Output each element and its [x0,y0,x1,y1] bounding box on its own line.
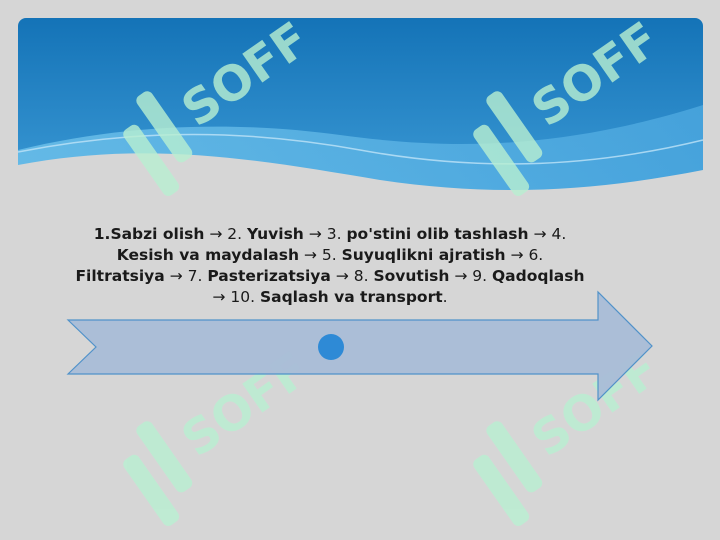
step-4-num: 4. [551,225,567,243]
arrow-icon: → [303,246,317,264]
step-5-num: 5. [321,246,337,264]
arrow-icon: → [169,267,183,285]
step-10-label: Saqlash va transport [259,288,443,306]
arrow-icon: → [335,267,349,285]
step-8-label: Sovutish [373,267,450,285]
step-5-label: Suyuqlikni ajratish [341,246,506,264]
process-steps-text: 1.Sabzi olish → 2. Yuvish → 3. po'stini … [70,224,590,308]
arrow-icon: → [308,225,322,243]
step-6-num: 6. [528,246,544,264]
step-3-label: po'stini olib tashlash [346,225,529,243]
step-7-label: Pasterizatsiya [207,267,331,285]
step-8-num: 8. [353,267,369,285]
arrow-icon: → [533,225,547,243]
step-10-num: 10. [230,288,256,306]
soff-watermark-logo: SOFF [123,11,319,196]
end-period: . [442,288,448,306]
step-9-num: 9. [472,267,488,285]
step-2-num: 2. [227,225,243,243]
step-9-label: Qadoqlash [492,267,585,285]
step-1-num: 1. [93,225,111,243]
step-7-num: 7. [187,267,203,285]
step-2-label: Yuvish [247,225,304,243]
arrow-icon: → [209,225,223,243]
soff-watermark-logo: SOFF [473,11,669,196]
step-3-num: 3. [326,225,342,243]
arrow-icon: → [510,246,524,264]
step-6-label: Filtratsiya [75,267,165,285]
step-1-label: Sabzi olish [110,225,205,243]
arrow-icon: → [212,288,226,306]
arrow-icon: → [454,267,468,285]
step-4-label: Kesish va maydalash [116,246,299,264]
timeline-dot [318,334,344,360]
